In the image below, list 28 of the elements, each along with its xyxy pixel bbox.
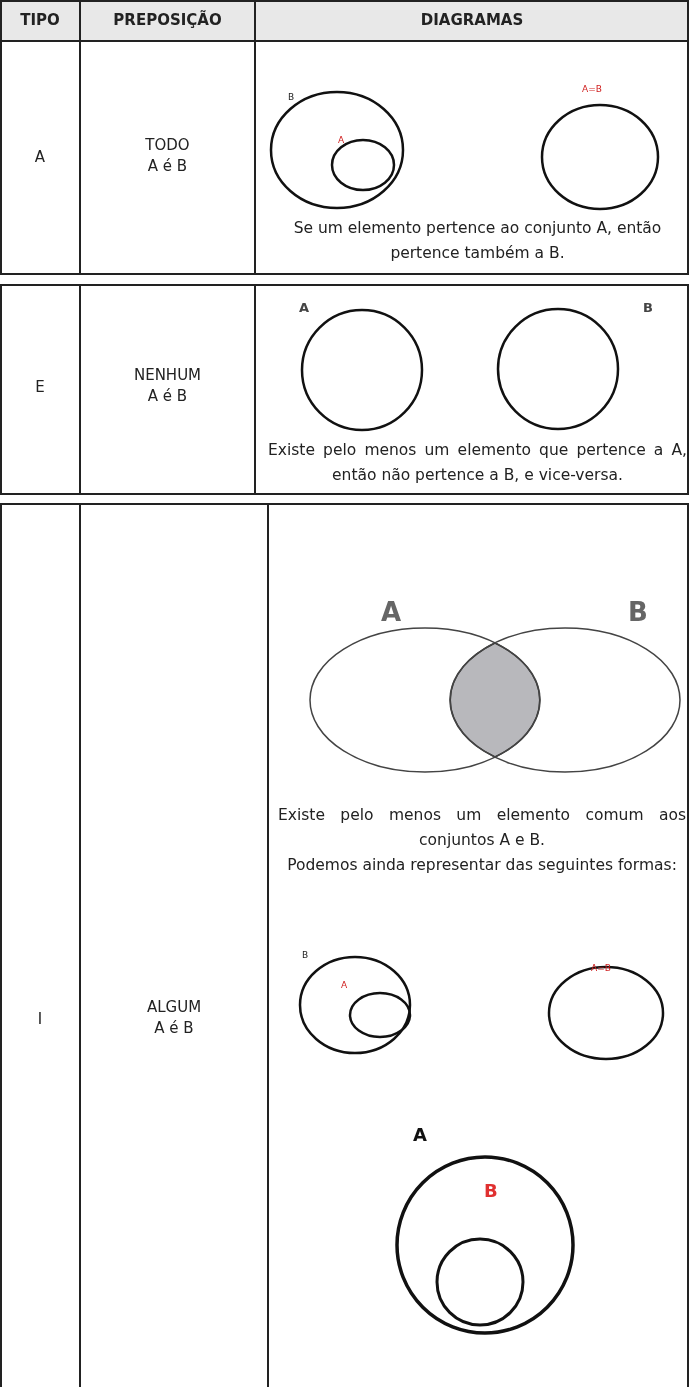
- type-letter: A: [33, 148, 47, 166]
- type-letter: E: [34, 378, 46, 396]
- set-label: B: [288, 92, 296, 102]
- set-label: A: [413, 1124, 428, 1145]
- set-label: A: [381, 597, 403, 627]
- proposition-text: A é B: [146, 157, 189, 175]
- set-label: B: [484, 1180, 499, 1201]
- set-label: B: [628, 597, 649, 627]
- description-text: Podemos ainda representar das seguintes formas:: [286, 855, 678, 876]
- proposition-text: A é B: [153, 1019, 195, 1037]
- proposition-text: TODO: [144, 136, 191, 154]
- column-header: PREPOSIÇÃO: [112, 11, 223, 29]
- set-label: A=B: [582, 84, 603, 94]
- proposition-text: ALGUM: [145, 998, 203, 1016]
- column-header: DIAGRAMAS: [419, 11, 525, 29]
- description-text: Existe pelo menos um elemento que pertence a A, então não pertence a B, e vice-versa.: [268, 440, 687, 486]
- set-label: A=B: [591, 963, 612, 973]
- set-label: B: [302, 950, 310, 960]
- set-label: B: [643, 300, 654, 315]
- proposition-text: A é B: [146, 387, 189, 405]
- description-text: Existe pelo menos um elemento comum aos conjuntos A e B.: [278, 805, 686, 851]
- column-header: TIPO: [19, 11, 61, 29]
- type-letter: I: [36, 1010, 44, 1028]
- set-label: A: [341, 980, 349, 990]
- proposition-text: NENHUM: [132, 366, 203, 384]
- description-text: Se um elemento pertence ao conjunto A, então pertence também a B.: [292, 218, 663, 264]
- set-label: A: [338, 135, 346, 145]
- set-label: A: [299, 300, 311, 315]
